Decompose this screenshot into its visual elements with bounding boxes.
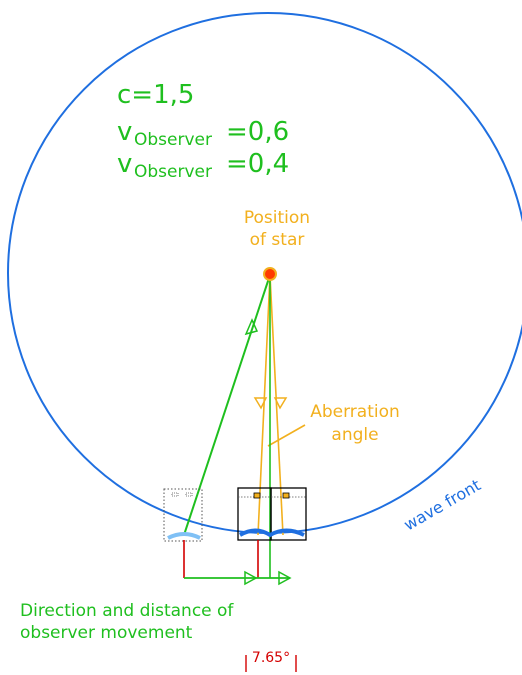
observer-velocity-b: v Observer =0,4 — [117, 149, 289, 182]
orange-ray-right — [269, 274, 284, 536]
telescope-solid — [237, 487, 307, 541]
star-label-line2: of star — [250, 230, 305, 250]
aberration-label-line2: angle — [331, 425, 378, 445]
orange-arrowhead-left — [253, 397, 268, 410]
observer-velocity-a: v Observer =0,6 — [117, 117, 289, 150]
orange-arrowhead-right — [273, 397, 288, 410]
movement-arrowhead-2 — [278, 570, 292, 586]
telescope-ghost — [163, 488, 203, 542]
movement-label-line2: observer movement — [20, 623, 193, 643]
svg-text:Observer: Observer — [134, 130, 212, 150]
star-marker — [263, 267, 277, 281]
c-value-label: c=1,5 — [117, 80, 194, 110]
movement-arrowhead-1 — [244, 570, 258, 586]
green-light-ray — [183, 274, 271, 536]
svg-text:v: v — [117, 149, 132, 179]
green-ray-arrowhead — [244, 318, 259, 336]
svg-text:=0,6: =0,6 — [226, 117, 289, 147]
svg-text:v: v — [117, 117, 132, 147]
movement-label-line1: Direction and distance of — [20, 601, 234, 621]
svg-text:Observer: Observer — [134, 162, 212, 182]
star-label-line1: Position — [244, 208, 310, 228]
aberration-label-line1: Aberration — [310, 402, 400, 422]
svg-text:=0,4: =0,4 — [226, 149, 289, 179]
wave-front-label: wave front — [401, 475, 484, 534]
aberration-leader — [267, 424, 306, 447]
angle-value-label: 7.65° — [252, 650, 290, 666]
orange-ray-left — [257, 274, 271, 536]
